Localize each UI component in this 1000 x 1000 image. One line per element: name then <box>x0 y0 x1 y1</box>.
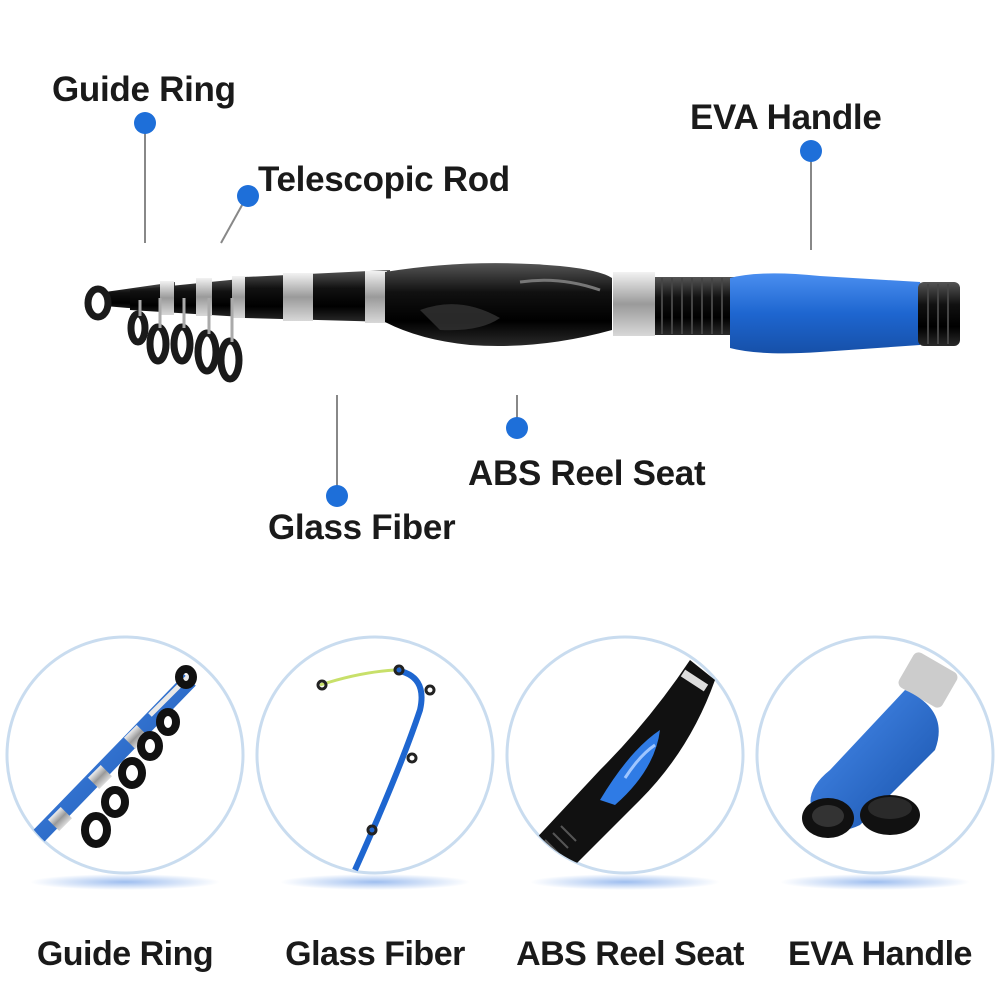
detail-abs-reel-seat <box>505 635 745 890</box>
callout-glass-fiber <box>326 395 348 507</box>
butt-cap <box>918 282 960 346</box>
detail-guide-ring <box>5 635 245 890</box>
caption-guide-ring: Guide Ring <box>36 935 214 973</box>
telescopic-sections <box>105 270 390 323</box>
caption-abs-reel-seat: ABS Reel Seat <box>516 935 744 973</box>
guide-rings <box>84 285 243 383</box>
reel-seat-collar <box>613 272 655 336</box>
threaded-section <box>655 277 735 335</box>
callout-telescopic-rod <box>220 185 259 244</box>
callout-label-guide-ring: Guide Ring <box>52 70 236 109</box>
reel-seat <box>385 263 612 346</box>
callout-label-eva-handle: EVA Handle <box>690 98 882 137</box>
callout-guide-ring <box>134 112 156 243</box>
callout-label-telescopic-rod: Telescopic Rod <box>258 160 510 199</box>
callout-label-abs-reel-seat: ABS Reel Seat <box>468 454 706 493</box>
callout-label-glass-fiber: Glass Fiber <box>268 508 456 547</box>
detail-glass-fiber <box>255 635 495 890</box>
detail-eva-handle <box>755 635 995 890</box>
caption-eva-handle: EVA Handle <box>788 935 972 973</box>
callout-eva-handle <box>800 140 822 250</box>
eva-handle <box>730 273 925 354</box>
detail-closeups <box>5 635 995 890</box>
callout-abs-reel-seat <box>506 395 528 439</box>
fishing-rod-illustration <box>84 112 960 507</box>
caption-glass-fiber: Glass Fiber <box>285 935 465 973</box>
